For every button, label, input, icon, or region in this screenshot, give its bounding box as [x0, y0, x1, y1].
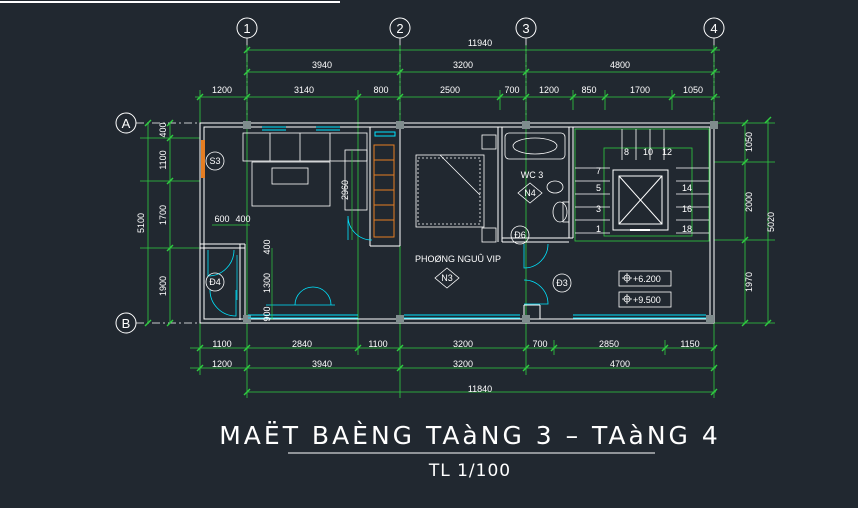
dim-right-2: 2000 — [744, 192, 754, 212]
dim-top-l2-3: 4800 — [610, 60, 630, 70]
dim-interior-900: 900 — [262, 306, 272, 321]
dim-bottom-l1-6: 2850 — [599, 339, 619, 349]
stair-step-8: 8 — [624, 147, 629, 157]
grid-bubbles — [115, 17, 725, 334]
grid-label-3: 3 — [522, 21, 529, 36]
dim-bottom-l1-2: 2840 — [292, 339, 312, 349]
tag-d6: Ð6 — [514, 230, 526, 240]
tag-d4: Ð4 — [209, 277, 221, 287]
grid-label-4: 4 — [710, 21, 717, 36]
dim-right-total: 5020 — [766, 212, 776, 232]
level-markers — [618, 270, 672, 308]
room-code-bedroom: N3 — [441, 273, 453, 283]
tag-d3: Ð3 — [556, 278, 568, 288]
bed — [415, 134, 497, 243]
dimension-ticks — [144, 46, 772, 396]
dim-top-l1-1: 1200 — [212, 85, 232, 95]
wardrobe — [373, 144, 395, 238]
room-code-bedroom-tag — [434, 267, 460, 289]
drawing-scale: TL 1/100 — [428, 461, 511, 481]
grid-label-a: A — [122, 116, 131, 131]
dim-interior-400-v: 400 — [262, 239, 272, 254]
grid-label-1: 1 — [243, 21, 250, 36]
room-marker-lines — [236, 255, 335, 306]
dim-bottom-l1-4: 3200 — [453, 339, 473, 349]
dim-right-3: 1970 — [744, 272, 754, 292]
stair-step-16: 16 — [682, 204, 692, 214]
columns — [243, 121, 718, 323]
dim-bottom-l2-1: 1200 — [212, 359, 232, 369]
dim-top-l1-6: 1200 — [539, 85, 559, 95]
stair-step-10: 10 — [643, 147, 653, 157]
dim-top-l1-3: 800 — [373, 85, 388, 95]
level-symbols — [622, 273, 632, 304]
dim-left-total: 5100 — [136, 213, 146, 233]
level-marker-6200: +6.200 — [633, 274, 661, 284]
sofa-set — [242, 132, 368, 211]
window-orange — [201, 140, 205, 178]
stair-treads — [575, 129, 709, 234]
stair-core — [574, 128, 710, 242]
dim-bottom-l1-7: 1150 — [680, 339, 699, 349]
stair-step-12: 12 — [662, 147, 672, 157]
level-marker-9500: +9.500 — [633, 295, 661, 305]
stair-step-3: 3 — [596, 204, 601, 214]
dim-left-1: 400 — [158, 122, 168, 137]
dim-left-4: 1900 — [158, 276, 168, 296]
exterior-walls — [199, 122, 715, 324]
dim-bottom-l1-1: 1100 — [212, 339, 231, 349]
interior-dim-lines — [212, 150, 353, 320]
stair-step-18: 18 — [682, 224, 692, 234]
tag-s3: S3 — [209, 156, 220, 166]
dim-interior-1300: 1300 — [262, 273, 272, 293]
dim-top-l1-9: 1050 — [683, 85, 703, 95]
dim-top-total: 11940 — [468, 38, 492, 48]
room-code-wc-tag — [517, 182, 543, 204]
dim-right-1: 1050 — [744, 132, 754, 152]
dim-left-2: 1100 — [158, 150, 168, 169]
interior-walls — [200, 127, 574, 320]
dim-left-3: 1700 — [158, 205, 168, 225]
stair-step-14: 14 — [682, 183, 692, 193]
dim-interior-2960: 2960 — [340, 180, 350, 200]
dim-bottom-l2-3: 3200 — [453, 359, 473, 369]
dim-bottom-l2-2: 3940 — [312, 359, 332, 369]
grid-label-2: 2 — [396, 21, 403, 36]
elevator-shaft — [612, 169, 669, 231]
dim-top-l1-8: 1700 — [630, 85, 650, 95]
dim-top-l1-7: 850 — [581, 85, 596, 95]
dim-top-l2-1: 3940 — [312, 60, 332, 70]
room-name-bedroom: PHOØNG NGUÛ VIP — [415, 254, 501, 264]
grid-label-b: B — [122, 316, 131, 331]
dim-interior-400: 400 — [235, 214, 250, 224]
dim-top-l1-2: 3140 — [294, 85, 314, 95]
room-code-wc: N4 — [524, 188, 536, 198]
doors — [207, 215, 549, 317]
wc-fixtures — [504, 132, 570, 223]
stair-step-7: 7 — [596, 166, 601, 176]
dim-interior-600: 600 — [214, 214, 229, 224]
dim-bottom-l1-5: 700 — [532, 339, 547, 349]
stair-step-5: 5 — [596, 183, 601, 193]
dim-bottom-total: 11840 — [468, 384, 492, 394]
tag-circles — [205, 151, 572, 293]
dim-top-l2-2: 3200 — [453, 60, 473, 70]
dim-top-l1-5: 700 — [504, 85, 519, 95]
window-openings — [248, 126, 706, 319]
drawing-title: MAËT BAÈNG TAàNG 3 – TAàNG 4 — [219, 421, 721, 450]
dim-bottom-l1-3: 1100 — [368, 339, 387, 349]
stair-step-1: 1 — [596, 224, 601, 234]
room-name-wc: WC 3 — [521, 170, 544, 180]
dim-top-l1-4: 2500 — [440, 85, 460, 95]
dim-bottom-l2-4: 4700 — [610, 359, 630, 369]
